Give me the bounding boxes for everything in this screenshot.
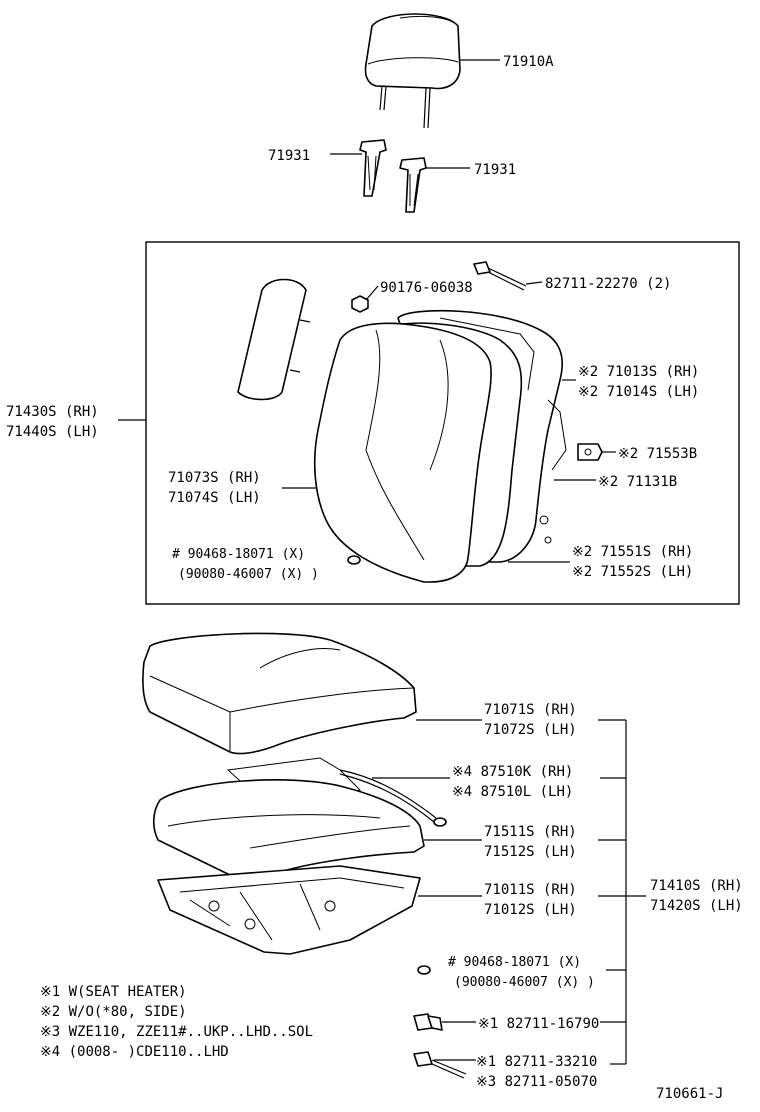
headrest-support-left-drawing	[359, 139, 387, 197]
label-back-assy-lh: 71440S (LH)	[6, 424, 99, 440]
label-back-hog-1: # 90468-18071 (X)	[172, 547, 305, 562]
diagram-id: 710661-J	[656, 1086, 723, 1102]
label-support-right: 71931	[474, 162, 516, 178]
label-clip-a: ※1 82711-16790	[478, 1016, 599, 1032]
note-3: ※3 WZE110, ZZE11#..UKP..LHD..SOL	[40, 1024, 313, 1040]
note-1: ※1 W(SEAT HEATER)	[40, 984, 187, 1000]
label-cushion-assy-lh: 71420S (LH)	[650, 898, 743, 914]
label-cushion-frame-lh: 71012S (LH)	[484, 902, 577, 918]
label-back-pad-rh: ※2 71551S (RH)	[572, 544, 693, 560]
label-heater-lh: ※4 87510L (LH)	[452, 784, 573, 800]
label-back-lock: ※2 71553B	[618, 446, 697, 462]
label-clip-b-2: ※3 82711-05070	[476, 1074, 597, 1090]
clip-a-drawing	[413, 1013, 443, 1031]
label-headrest: 71910A	[503, 54, 554, 70]
label-cushion-cover-lh: 71072S (LH)	[484, 722, 577, 738]
headrest-support-right-drawing	[399, 157, 427, 213]
label-back-hinge: ※2 71131B	[598, 474, 677, 490]
label-cushion-hog-2: (90080-46007 (X) )	[454, 975, 595, 990]
cushion-cover-drawing	[142, 632, 417, 755]
label-back-pad-lh: ※2 71552S (LH)	[572, 564, 693, 580]
label-cushion-frame-rh: 71011S (RH)	[484, 882, 577, 898]
seat-back-cover-drawing	[313, 322, 492, 583]
label-heater-rh: ※4 87510K (RH)	[452, 764, 573, 780]
cushion-assy-bracket	[598, 719, 646, 1065]
label-bolt-top: 90176-06038	[380, 280, 473, 296]
label-cushion-assy-rh: 71410S (RH)	[650, 878, 743, 894]
label-support-left: 71931	[268, 148, 310, 164]
label-back-frame-lh: ※2 71014S (LH)	[578, 384, 699, 400]
cushion-pad-drawing	[152, 779, 425, 879]
bolt-drawing	[351, 295, 369, 313]
note-2: ※2 W/O(*80, SIDE)	[40, 1004, 187, 1020]
note-4: ※4 (0008- )CDE110..LHD	[40, 1044, 229, 1060]
label-clip-top: 82711-22270 (2)	[545, 276, 671, 292]
label-back-frame-rh: ※2 71013S (RH)	[578, 364, 699, 380]
clip-top-drawing	[473, 261, 527, 291]
label-cushion-hog-1: # 90468-18071 (X)	[448, 955, 581, 970]
back-lock-drawing	[577, 443, 603, 461]
cushion-hog-ring-drawing	[417, 965, 431, 975]
label-cushion-pad-rh: 71511S (RH)	[484, 824, 577, 840]
label-cushion-cover-rh: 71071S (RH)	[484, 702, 577, 718]
side-pad-drawing	[237, 278, 311, 401]
label-back-assy-rh: 71430S (RH)	[6, 404, 99, 420]
label-back-cover-rh: 71073S (RH)	[168, 470, 261, 486]
label-back-hog-2: (90080-46007 (X) )	[178, 567, 319, 582]
label-clip-b-1: ※1 82711-33210	[476, 1054, 597, 1070]
headrest-drawing	[364, 13, 461, 129]
label-cushion-pad-lh: 71512S (LH)	[484, 844, 577, 860]
seat-back-group-box	[145, 241, 740, 605]
cushion-frame-drawing	[157, 865, 421, 955]
label-back-cover-lh: 71074S (LH)	[168, 490, 261, 506]
clip-b-drawing	[413, 1051, 467, 1079]
back-hog-ring-drawing	[347, 555, 361, 565]
